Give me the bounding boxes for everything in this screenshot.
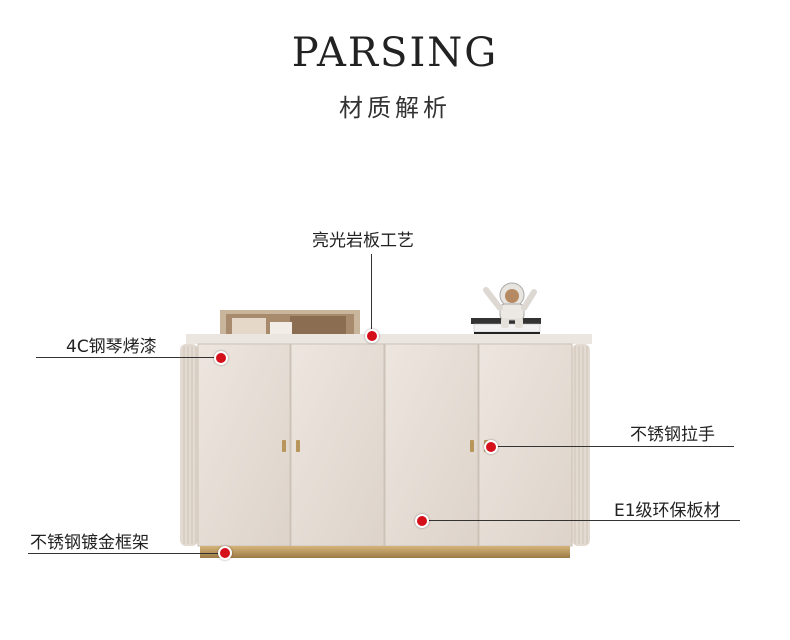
callout-frame-dot[interactable] (218, 546, 232, 560)
callout-frame-label: 不锈钢镀金框架 (30, 533, 149, 553)
callout-top-panel-label: 亮光岩板工艺 (312, 231, 414, 251)
callout-paint-line (36, 357, 220, 358)
callout-paint-dot[interactable] (214, 351, 228, 365)
fluted-side-left (180, 344, 198, 546)
top-slab (186, 334, 592, 344)
callout-board-line (422, 520, 740, 521)
callout-board-label: E1级环保板材 (614, 501, 721, 521)
fluted-side-right (572, 344, 590, 546)
page-subtitle: 材质解析 (339, 94, 451, 122)
callout-handle-label: 不锈钢拉手 (630, 425, 715, 445)
callout-handle-line (492, 446, 734, 447)
astronaut-figurine-icon (471, 282, 541, 336)
cabinet-doors (197, 343, 573, 547)
callout-frame-line (28, 553, 224, 554)
callout-board-dot[interactable] (415, 514, 429, 528)
framed-picture-icon (220, 310, 360, 336)
callout-top-panel-dot[interactable] (365, 329, 379, 343)
callout-paint-label: 4C钢琴烤漆 (66, 337, 157, 357)
callout-handle-dot[interactable] (484, 440, 498, 454)
page-title: PARSING (291, 30, 499, 76)
gold-base-frame (200, 546, 570, 558)
callout-top-panel-line (371, 254, 372, 334)
